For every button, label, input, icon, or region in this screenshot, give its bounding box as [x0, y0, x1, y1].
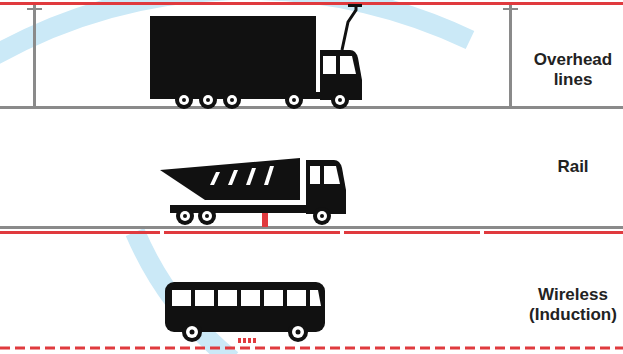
conductor-rail: [344, 231, 480, 234]
wheels: [175, 91, 349, 109]
body-stripes: [210, 166, 274, 185]
row-label: Rail: [527, 157, 619, 177]
truck-cab: [306, 160, 346, 214]
conductor-rail: [484, 231, 623, 234]
road-surface: [0, 226, 623, 229]
rail-pickup: [262, 213, 268, 227]
overhead-line-scene: [0, 2, 623, 109]
cab-window: [324, 166, 340, 184]
conductor-rail: [0, 231, 160, 234]
pantograph: [342, 5, 356, 50]
overhead-wire: [0, 2, 623, 5]
row-label: Wireless (Induction): [527, 285, 619, 326]
induction-line: [0, 347, 623, 350]
pole: [509, 5, 512, 107]
dump-body: [160, 158, 300, 200]
induction-scene: [0, 282, 623, 348]
conductor-rail: [164, 231, 340, 234]
pole: [33, 5, 36, 107]
pole-arm: [27, 8, 42, 10]
rail-scene: [0, 158, 623, 234]
bus-windows: [172, 290, 321, 306]
road-surface: [0, 106, 623, 109]
cab-window: [340, 56, 356, 74]
pole-arm: [503, 8, 518, 10]
pantograph-head: [348, 4, 362, 7]
cab-window: [310, 166, 320, 184]
trailer: [150, 16, 316, 93]
induction-pad: [238, 338, 256, 343]
cab-window: [323, 56, 336, 74]
row-label: Overhead lines: [527, 50, 619, 91]
